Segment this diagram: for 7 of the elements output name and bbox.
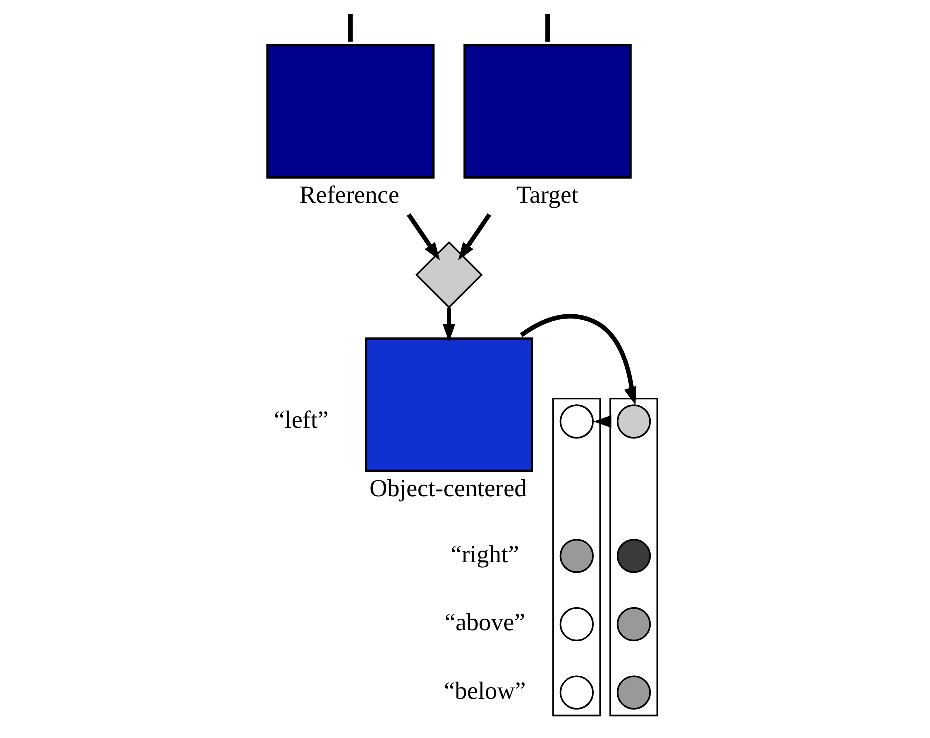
node-label: Target (516, 182, 578, 209)
label: “right” (450, 541, 519, 568)
label: “below” (444, 678, 526, 706)
node-label: Reference (299, 182, 400, 209)
node-label: Object-centered (369, 475, 526, 502)
label: “left” (274, 407, 328, 434)
label: “above” (444, 610, 525, 637)
